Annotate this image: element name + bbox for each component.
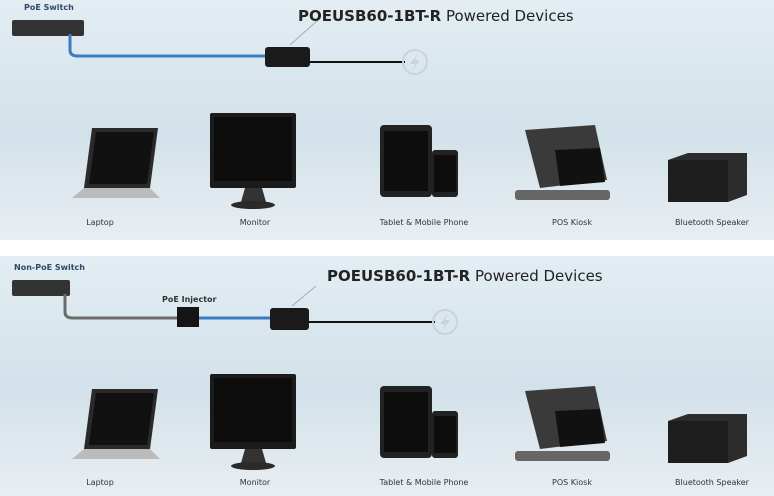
device-label: Bluetooth Speaker: [675, 478, 749, 487]
data-cable: [63, 294, 177, 320]
device-label: Tablet & Mobile Phone: [379, 218, 469, 227]
device-label: POS Kiosk: [552, 478, 592, 487]
poe-injector-icon: [177, 307, 199, 327]
poe-switch-diagram: PoE Switch POEUSB60-1BT-R Powered Device…: [0, 0, 774, 240]
device-label: Monitor: [239, 478, 271, 487]
poe-cable: [68, 34, 265, 58]
injector-label: PoE Injector: [162, 295, 217, 304]
device-label: Bluetooth Speaker: [675, 218, 749, 227]
device-label: POS Kiosk: [552, 218, 592, 227]
non-poe-switch-icon: [12, 280, 70, 296]
diagram-title: POEUSB60-1BT-R Powered Devices: [327, 267, 603, 285]
device-label: Laptop: [86, 478, 114, 487]
poe-switch-icon: [12, 20, 84, 36]
power-icon: [432, 309, 458, 335]
switch-label: PoE Switch: [24, 3, 74, 12]
splitter-icon: [265, 47, 310, 67]
device-label: Monitor: [239, 218, 271, 227]
splitter-icon: [270, 308, 309, 330]
power-icon: [402, 49, 428, 75]
non-poe-switch-diagram: Non-PoE Switch PoE Injector POEUSB60-1BT…: [0, 256, 774, 496]
device-label: Laptop: [86, 218, 114, 227]
device-label: Tablet & Mobile Phone: [379, 478, 469, 487]
diagram-title: POEUSB60-1BT-R Powered Devices: [298, 7, 574, 25]
switch-label: Non-PoE Switch: [14, 263, 85, 272]
